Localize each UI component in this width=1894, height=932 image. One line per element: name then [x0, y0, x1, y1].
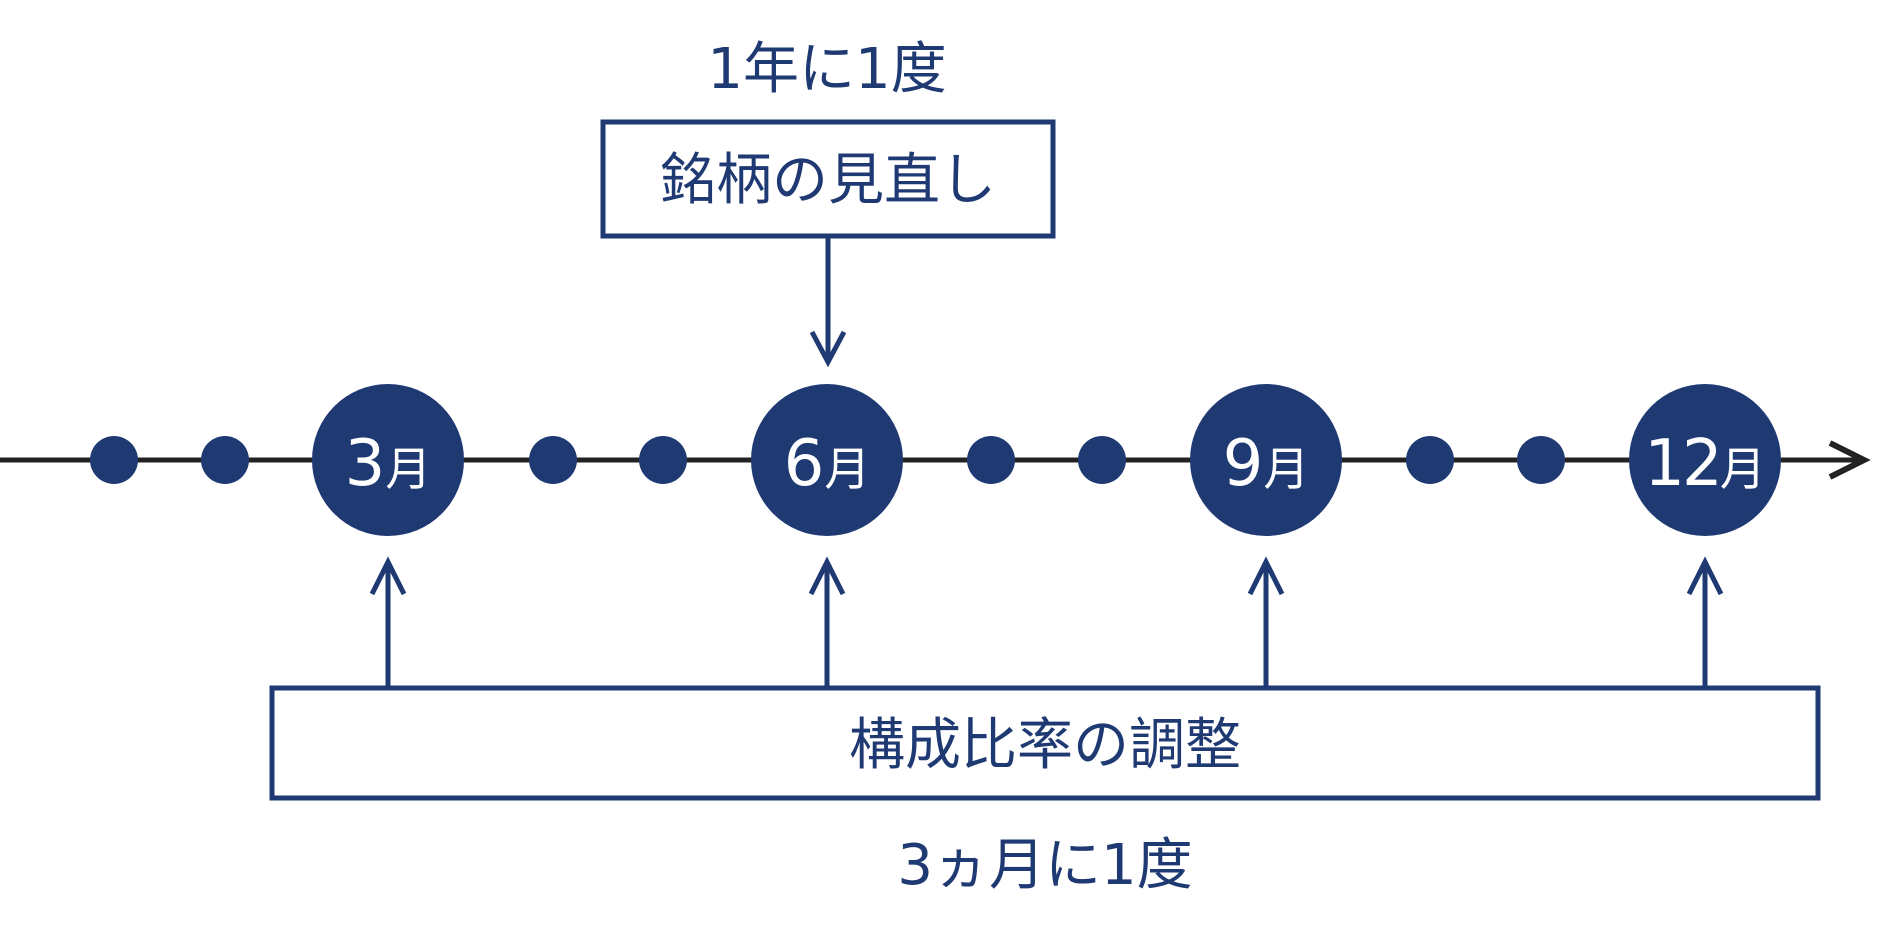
month-number: 6: [784, 427, 825, 501]
up-arrow: [808, 556, 846, 688]
small-dot: [967, 436, 1015, 484]
up-arrow: [1247, 556, 1285, 688]
down-arrow: [809, 236, 847, 368]
month-unit: 月: [1720, 442, 1766, 496]
top-box-label: 銘柄の見直し: [660, 148, 996, 213]
small-dot: [1078, 436, 1126, 484]
month-unit: 月: [824, 442, 870, 496]
month-node-6: 6月: [751, 384, 903, 536]
small-dot: [90, 436, 138, 484]
small-dot: [1406, 436, 1454, 484]
month-unit: 月: [385, 442, 431, 496]
month-node-12: 12月: [1629, 384, 1781, 536]
bottom-box: [269, 685, 1821, 801]
month-number: 12: [1644, 427, 1719, 501]
month-node-9: 9月: [1190, 384, 1342, 536]
month-unit: 月: [1263, 442, 1309, 496]
month-label: 12月: [1644, 427, 1765, 501]
up-arrow: [369, 556, 407, 688]
month-number: 9: [1223, 427, 1264, 501]
month-label: 9月: [1223, 427, 1310, 501]
timeline-arrowhead: [1828, 440, 1871, 480]
small-dots: [90, 436, 1565, 484]
bottom-frequency-note: 3ヵ月に1度: [897, 833, 1192, 898]
small-dot: [529, 436, 577, 484]
up-arrow: [1686, 556, 1724, 688]
month-circle: [751, 384, 903, 536]
up-arrows: [369, 556, 1724, 688]
top-box: [600, 119, 1056, 239]
month-circle: [1190, 384, 1342, 536]
month-circle: [312, 384, 464, 536]
month-label: 6月: [784, 427, 871, 501]
month-number: 3: [345, 427, 386, 501]
top-frequency-note: 1年に1度: [707, 37, 946, 102]
small-dot: [1517, 436, 1565, 484]
month-node-3: 3月: [312, 384, 464, 536]
month-circle: [1629, 384, 1781, 536]
small-dot: [201, 436, 249, 484]
month-label: 3月: [345, 427, 432, 501]
bottom-box-label: 構成比率の調整: [849, 713, 1241, 778]
small-dot: [639, 436, 687, 484]
